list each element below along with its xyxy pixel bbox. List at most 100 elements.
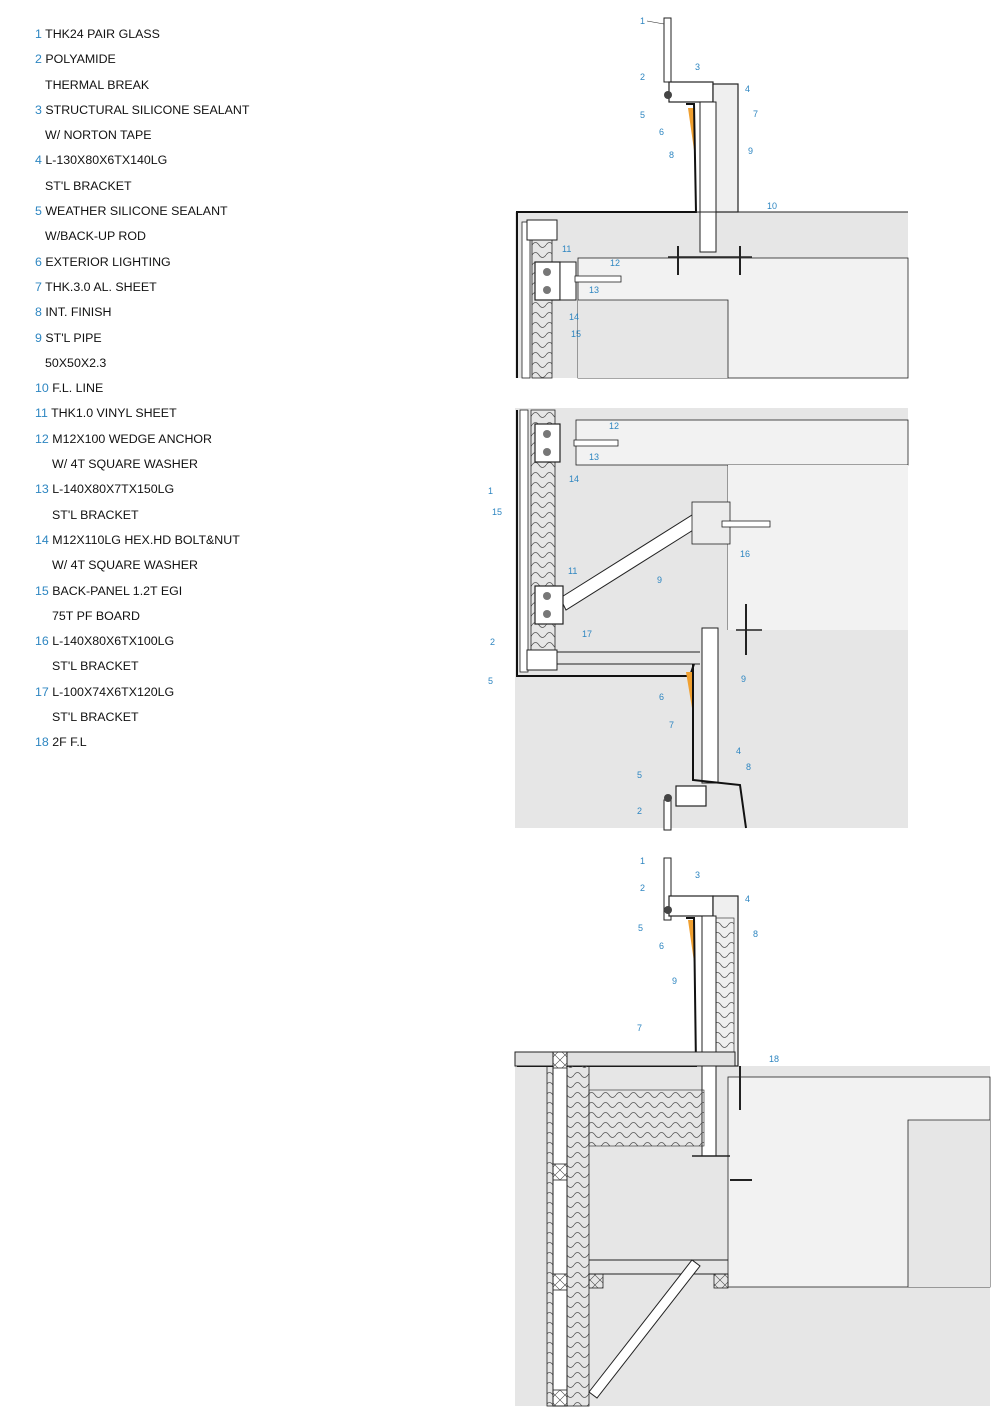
legend-number: 1 [35,27,42,41]
detail3-insulation-batt [588,1089,705,1147]
detail1-callout-12: 13 [589,285,599,295]
detail2-callout-14: 4 [736,746,741,756]
legend-number: 12 [35,431,49,446]
detail1-callouts: 1 2 3 4 5 6 7 8 9 10 11 12 13 14 15 [562,16,777,339]
detail1-frame [668,81,714,103]
detail3-callout-0: 1 [640,856,645,866]
legend-text: F.L. LINE [52,381,104,396]
legend-item-10: 10 F.L. LINE [35,379,365,404]
legend-item-12-cont: W/ 4T SQUARE WASHER [35,455,365,480]
legend-number: 13 [35,482,49,497]
legend-text: 50X50X2.3 [45,355,107,370]
legend-item-14-cont: W/ 4T SQUARE WASHER [35,556,365,581]
legend-item-9-cont: 50X50X2.3 [35,354,365,379]
legend-item-4-cont: ST'L BRACKET [35,177,365,202]
legend-item-11: 11 THK1.0 VINYL SHEET [35,404,365,429]
detail1-callout-11: 12 [610,258,620,268]
legend-text: L-140X80X7TX150LG [52,482,175,497]
legend-item-2: 2 POLYAMIDE [35,50,365,75]
detail2-back-panel [519,409,529,673]
legend-text: ST'L BRACKET [52,507,139,522]
legend-text: STRUCTURAL SILICONE SEALANT [45,102,250,117]
legend-item-2-cont: THERMAL BREAK [35,76,365,101]
legend-text: INT. FINISH [45,305,112,320]
detail1-callout-13: 14 [569,312,579,322]
detail2-exterior-lighting [686,672,693,714]
detail3-diagonal-pipe [588,1259,701,1399]
detail1-callout-1: 2 [640,72,645,82]
detail2-steel-pipe [701,627,719,784]
legend-text: W/ NORTON TAPE [45,128,152,143]
legend: 1 THK24 PAIR GLASS 2 POLYAMIDE THERMAL BRE… [35,25,365,759]
legend-text: THK1.0 VINYL SHEET [51,406,177,421]
detail-3-section: 1 3 2 4 5 6 8 9 7 18 [514,856,991,1407]
detail2-callout-17: 2 [637,806,642,816]
detail-2-section: 12 13 14 1 15 16 9 11 17 2 5 6 9 7 4 8 5… [488,408,909,831]
detail1-int-finish [712,83,739,213]
legend-item-13-cont: ST'L BRACKET [35,506,365,531]
legend-item-3-cont: W/ NORTON TAPE [35,126,365,151]
legend-number: 7 [35,279,42,294]
detail3-callout-7: 9 [672,976,677,986]
legend-item-15-cont: 75T PF BOARD [35,607,365,632]
detail3-callout-6: 8 [753,929,758,939]
detail3-insulation-wall [566,1065,590,1407]
detail1-callout-2: 3 [695,62,700,72]
detail3-callout-3: 4 [745,894,750,904]
detail2-callout-12: 9 [741,674,746,684]
detail3-callout-2: 2 [640,883,645,893]
legend-item-3: 3 STRUCTURAL SILICONE SEALANT [35,101,365,126]
detail1-back-panel [521,221,531,379]
detail3-callouts: 1 3 2 4 5 6 8 9 7 18 [637,856,779,1064]
detail2-callout-2: 14 [569,474,579,484]
legend-item-4: 4 L-130X80X6TX140LG [35,151,365,176]
detail1-bracket [534,261,561,301]
detail2-callouts: 12 13 14 1 15 16 9 11 17 2 5 6 9 7 4 8 5… [488,421,751,816]
legend-text: L-140X80X6TX100LG [52,634,175,649]
detail2-callout-0: 12 [609,421,619,431]
detail3-glass [663,857,672,921]
legend-item-16: 16 L-140X80X6TX100LG [35,632,365,657]
legend-number: 6 [35,254,42,269]
legend-item-17: 17 L-100X74X6TX120LG [35,683,365,708]
detail2-callout-10: 5 [488,676,493,686]
legend-number: 18 [35,735,49,750]
legend-number: 9 [35,330,42,345]
legend-number: 16 [35,634,49,649]
detail-1-section: 1 2 3 4 5 6 7 8 9 10 11 12 13 14 15 [515,16,909,379]
detail2-callout-4: 15 [492,507,502,517]
legend-item-18: 18 2F F.L [35,733,365,758]
legend-item-6: 6 EXTERIOR LIGHTING [35,253,365,278]
detail1-callout-5: 6 [659,127,664,137]
legend-text: BACK-PANEL 1.2T EGI [52,583,183,598]
legend-item-5: 5 WEATHER SILICONE SEALANT [35,202,365,227]
legend-text: ST'L PIPE [45,330,102,345]
detail1-glass [663,17,672,83]
legend-number: 17 [35,684,49,699]
legend-number: 8 [35,305,42,320]
legend-number: 3 [35,102,42,117]
legend-text: THK.3.0 AL. SHEET [45,279,157,294]
detail3-al-sheet [517,917,698,1067]
legend-text: W/ 4T SQUARE WASHER [52,558,198,573]
detail3-callout-5: 6 [659,941,664,951]
legend-text: 75T PF BOARD [52,608,140,623]
legend-item-12: 12 M12X100 WEDGE ANCHOR [35,430,365,455]
detail3-callout-1: 3 [695,870,700,880]
detail1-callout-4: 5 [640,110,645,120]
detail2-callout-8: 17 [582,629,592,639]
legend-number: 11 [35,406,48,421]
detail2-slab [575,419,909,466]
detail1-callout-14: 15 [571,329,581,339]
legend-text: THK24 PAIR GLASS [45,27,160,41]
detail2-glass [663,799,672,831]
detail2-callout-3: 1 [488,486,493,496]
detail1-callout-3: 4 [745,84,750,94]
legend-item-7: 7 THK.3.0 AL. SHEET [35,278,365,303]
legend-text: THERMAL BREAK [45,77,150,92]
legend-number: 14 [35,532,49,547]
detail2-callout-7: 11 [568,566,577,576]
legend-text: L-100X74X6TX120LG [52,684,175,699]
legend-number: 4 [35,153,42,168]
